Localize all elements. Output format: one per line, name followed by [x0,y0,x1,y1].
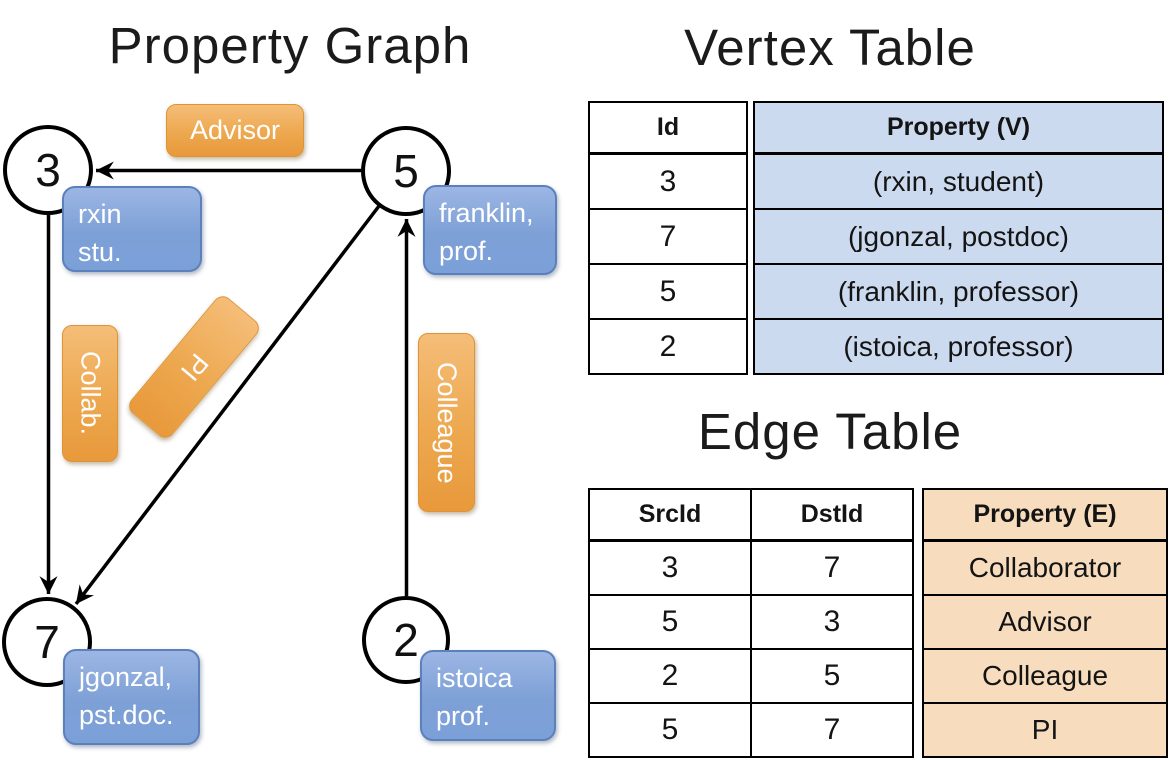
table-row: Collaborator [924,542,1166,596]
edge-label-collab-text: Collab. [75,351,106,436]
vertex-prop-box-7-line2: pst.doc. [79,700,174,731]
vertex-table-prop-header: Property (V) [755,103,1162,152]
edge-5-7-pi-arrow [74,204,381,606]
vertex-prop-cell: (franklin, professor) [755,265,1162,318]
node-7-id: 7 [34,616,60,668]
vertex-prop-box-3: rxin stu. [62,186,202,272]
table-row: 2 [590,320,746,373]
vertex-prop-cell: (rxin, student) [755,155,1162,208]
edge-prop-cell: PI [924,704,1166,756]
edge-dst-cell: 7 [823,551,841,584]
edge-table-props: Property (E) Collaborator Advisor Collea… [922,488,1168,758]
table-row: 3 [590,155,746,210]
node-3-id: 3 [35,144,61,196]
vertex-id-cell: 5 [659,274,677,308]
vertex-prop-box-7: jgonzal, pst.doc. [63,649,200,745]
edge-table-src-header: SrcId [590,490,752,539]
edge-dst-cell: 5 [823,659,841,692]
table-row: (jgonzal, postdoc) [755,210,1162,265]
vertex-prop-cell: (jgonzal, postdoc) [755,210,1162,263]
table-row: Colleague [924,650,1166,704]
vertex-table-title: Vertex Table [684,19,976,76]
edge-src-cell: 5 [590,704,752,756]
edge-table-header-row: SrcId DstId [590,490,912,542]
edge-dst-cell: 3 [823,605,841,638]
vertex-table-id-header: Id [656,113,680,141]
table-row: (istoica, professor) [755,320,1162,373]
edge-table-ids: SrcId DstId 3 7 5 3 2 5 5 7 [588,488,914,758]
vertex-prop-cell: (istoica, professor) [755,320,1162,373]
table-row: 7 [590,210,746,265]
vertex-prop-box-2: istoica prof. [420,650,556,741]
edge-src-cell: 3 [590,542,752,594]
edge-table-title: Edge Table [697,403,963,460]
edge-dst-cell: 7 [823,713,841,746]
vertex-prop-box-3-line2: stu. [78,237,122,268]
vertex-prop-box-2-line2: prof. [436,701,491,732]
property-graph-title: Property Graph [108,17,472,74]
edge-src-cell: 2 [590,650,752,702]
vertex-table-prop-header-row: Property (V) [755,103,1162,155]
edge-table-dst-header: DstId [800,500,864,528]
table-row: 2 5 [590,650,912,704]
edge-label-colleague-text: Colleague [432,361,462,484]
vertex-prop-box-7-line1: jgonzal, [79,662,173,692]
vertex-table-ids: Id 3 7 5 2 [588,101,748,375]
table-row: 5 7 [590,704,912,756]
edge-table-prop-header: Property (E) [924,490,1166,539]
edge-label-collab: Collab. [62,325,118,462]
vertex-id-cell: 2 [659,329,677,363]
node-2-id: 2 [393,614,419,666]
vertex-prop-box-5-line2: prof. [439,236,494,267]
vertex-table-props: Property (V) (rxin, student) (jgonzal, p… [753,101,1164,375]
table-row: (franklin, professor) [755,265,1162,320]
edge-prop-cell: Colleague [924,650,1166,702]
vertex-id-cell: 7 [659,219,677,253]
edge-label-advisor: Advisor [166,104,304,157]
edge-src-cell: 5 [590,596,752,648]
table-row: (rxin, student) [755,155,1162,210]
edge-prop-cell: Advisor [924,596,1166,648]
edge-label-colleague: Colleague [418,333,475,512]
table-row: 5 3 [590,596,912,650]
vertex-prop-box-5-line1: franklin, [439,198,534,228]
vertex-prop-box-2-line1: istoica [436,663,513,693]
node-5-id: 5 [393,145,419,197]
table-row: 3 7 [590,542,912,596]
table-row: Advisor [924,596,1166,650]
table-row: 5 [590,265,746,320]
edge-label-pi-text: PI [174,347,215,387]
vertex-prop-box-5: franklin, prof. [423,185,557,275]
table-row: PI [924,704,1166,756]
edge-prop-cell: Collaborator [924,542,1166,594]
vertex-prop-box-3-line1: rxin [78,199,122,229]
vertex-table-header-row: Id [590,103,746,155]
vertex-id-cell: 3 [659,164,677,198]
edge-table-prop-header-row: Property (E) [924,490,1166,542]
